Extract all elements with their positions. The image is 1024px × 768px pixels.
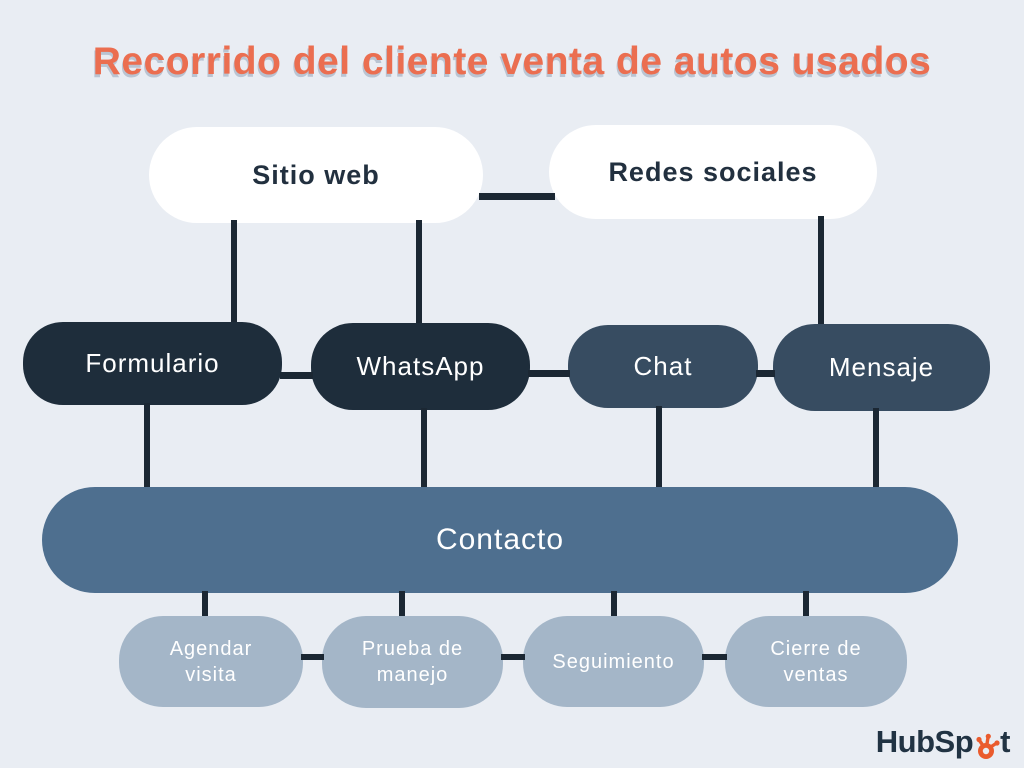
connector-chat-mensaje [756, 370, 775, 377]
node-redes-sociales: Redes sociales [549, 125, 877, 219]
hubspot-logo-text-before: HubSp [875, 724, 974, 759]
connector-formulario-whatsapp [280, 372, 313, 379]
node-mensaje-label: Mensaje [828, 352, 935, 382]
connector-chat-contacto [656, 406, 662, 491]
connector-redes-mensaje [818, 216, 824, 326]
connector-agendar-prueba [301, 654, 324, 660]
node-formulario: Formulario [23, 322, 282, 405]
hubspot-sprocket-icon [976, 733, 1000, 759]
connector-mensaje-contacto [873, 408, 879, 491]
node-seguimiento: Seguimiento [523, 616, 704, 707]
connector-contacto-cierre [803, 591, 809, 618]
node-prueba-manejo-label: Prueba de manejo [361, 638, 464, 686]
hubspot-logo: HubSp t [876, 720, 1010, 764]
node-cierre-ventas: Cierre de ventas [725, 616, 907, 707]
connector-prueba-seguimiento [501, 654, 525, 660]
connector-contacto-prueba [399, 591, 405, 619]
node-cierre-ventas-label: Cierre de ventas [770, 637, 862, 686]
connector-seguimiento-cierre [702, 654, 727, 660]
connector-formulario-contacto [144, 403, 150, 491]
connector-sitioweb-redes [479, 193, 555, 200]
node-chat-label: Chat [633, 351, 693, 381]
diagram-title: Recorrido del cliente venta de autos usa… [92, 40, 932, 83]
node-sitio-web-label: Sitio web [252, 159, 380, 190]
connector-contacto-seguimiento [611, 591, 617, 619]
node-prueba-manejo: Prueba de manejo [322, 616, 503, 708]
connector-whatsapp-chat [528, 370, 570, 377]
connector-contacto-agendar [202, 591, 208, 618]
node-agendar-visita-label: Agendar visita [169, 637, 253, 686]
node-mensaje: Mensaje [773, 324, 990, 411]
node-sitio-web: Sitio web [149, 127, 483, 223]
node-redes-sociales-label: Redes sociales [608, 156, 818, 187]
node-contacto-label: Contacto [435, 523, 565, 556]
node-contacto: Contacto [42, 487, 958, 593]
hubspot-logo-text-after: t [1000, 724, 1010, 759]
node-seguimiento-label: Seguimiento [552, 650, 675, 673]
node-whatsapp-label: WhatsApp [356, 351, 485, 381]
node-whatsapp: WhatsApp [311, 323, 530, 410]
connector-whatsapp-contacto [421, 408, 427, 491]
connector-sitioweb-formulario [231, 220, 237, 324]
node-agendar-visita: Agendar visita [119, 616, 303, 707]
node-chat: Chat [568, 325, 758, 408]
node-formulario-label: Formulario [85, 348, 220, 378]
connector-sitioweb-whatsapp [416, 220, 422, 325]
